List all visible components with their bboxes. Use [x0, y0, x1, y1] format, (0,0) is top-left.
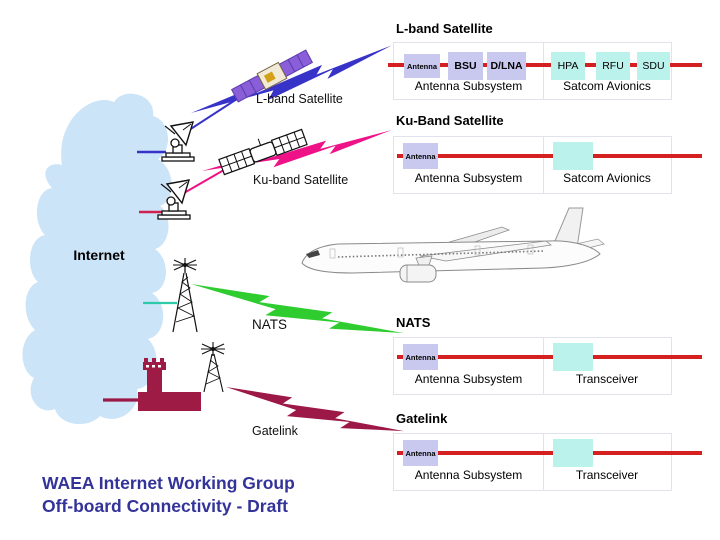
antenna-subsystem-label: Antenna Subsystem	[414, 468, 523, 482]
panel-ku-band-title: Ku-Band Satellite	[396, 113, 504, 128]
panel-divider	[543, 43, 544, 99]
antenna-subsystem-label: Antenna Subsystem	[414, 372, 523, 386]
panel-l-band-title: L-band Satellite	[396, 21, 493, 36]
slide-title-line2: Off-board Connectivity - Draft	[42, 496, 288, 516]
panel-nats: Antenna Antenna Subsystem Transceiver	[393, 337, 702, 395]
transceiver-label: Transceiver	[575, 372, 639, 386]
gatelink-antenna-spokes-icon	[200, 341, 226, 357]
antenna-subsystem-label: Antenna Subsystem	[414, 79, 523, 93]
satcom-avionics-label: Satcom Avionics	[563, 79, 651, 93]
nats-link-label: NATS	[252, 317, 288, 332]
aircraft-icon	[301, 207, 605, 283]
gatelink-lightning-bolt-icon	[223, 367, 404, 457]
panel-ku-band: Antenna Antenna Subsystem Satcom Avionic…	[393, 136, 702, 194]
hpa-box: HPA	[551, 52, 585, 80]
nats-antenna-spokes-icon	[172, 257, 198, 273]
antenna-box: Antenna	[403, 143, 438, 169]
l-band-lightning-bolt-icon	[186, 45, 398, 119]
nats-radio-tower-icon	[172, 263, 198, 333]
airport-tower-icon	[138, 358, 201, 411]
satcom-unit-box	[553, 142, 593, 170]
slide-title: WAEA Internet Working Group Off-board Co…	[42, 472, 402, 518]
rfu-box: RFU	[596, 52, 630, 80]
antenna-box: Antenna	[403, 344, 438, 370]
panel-divider	[543, 338, 544, 394]
panel-divider	[543, 137, 544, 193]
l-band-uplink-beam	[182, 96, 241, 135]
panel-nats-title: NATS	[396, 315, 431, 330]
ku-band-link-label: Ku-band Satellite	[253, 173, 349, 187]
gatelink-link-label: Gatelink	[252, 424, 298, 438]
l-band-satellite-icon	[230, 49, 314, 103]
panel-gatelink: Antenna Antenna Subsystem Transceiver	[393, 433, 702, 491]
transceiver-box	[553, 343, 593, 371]
signal-line	[397, 451, 702, 455]
signal-line	[397, 154, 702, 158]
transceiver-label: Transceiver	[575, 468, 639, 482]
bsu-box: BSU	[448, 52, 483, 80]
ku-band-satellite-icon	[218, 128, 308, 176]
l-band-link-label: L-band Satellite	[256, 92, 343, 106]
internet-label: Internet	[73, 247, 125, 263]
signal-line	[388, 63, 702, 67]
antenna-box: Antenna	[404, 54, 440, 78]
internet-cloud	[22, 93, 172, 425]
sdu-box: SDU	[637, 52, 670, 80]
antenna-subsystem-label: Antenna Subsystem	[414, 171, 523, 185]
dlna-box: D/LNA	[487, 52, 526, 80]
satcom-avionics-label: Satcom Avionics	[563, 171, 651, 185]
slide-title-line1: WAEA Internet Working Group	[42, 473, 295, 493]
panel-divider	[543, 434, 544, 490]
antenna-box: Antenna	[403, 440, 438, 466]
transceiver-box	[553, 439, 593, 467]
nats-lightning-bolt-icon	[189, 264, 404, 359]
signal-line	[397, 355, 702, 359]
panel-l-band: Antenna BSU D/LNA HPA RFU SDU Antenna Su…	[388, 42, 702, 100]
panel-gatelink-title: Gatelink	[396, 411, 448, 426]
